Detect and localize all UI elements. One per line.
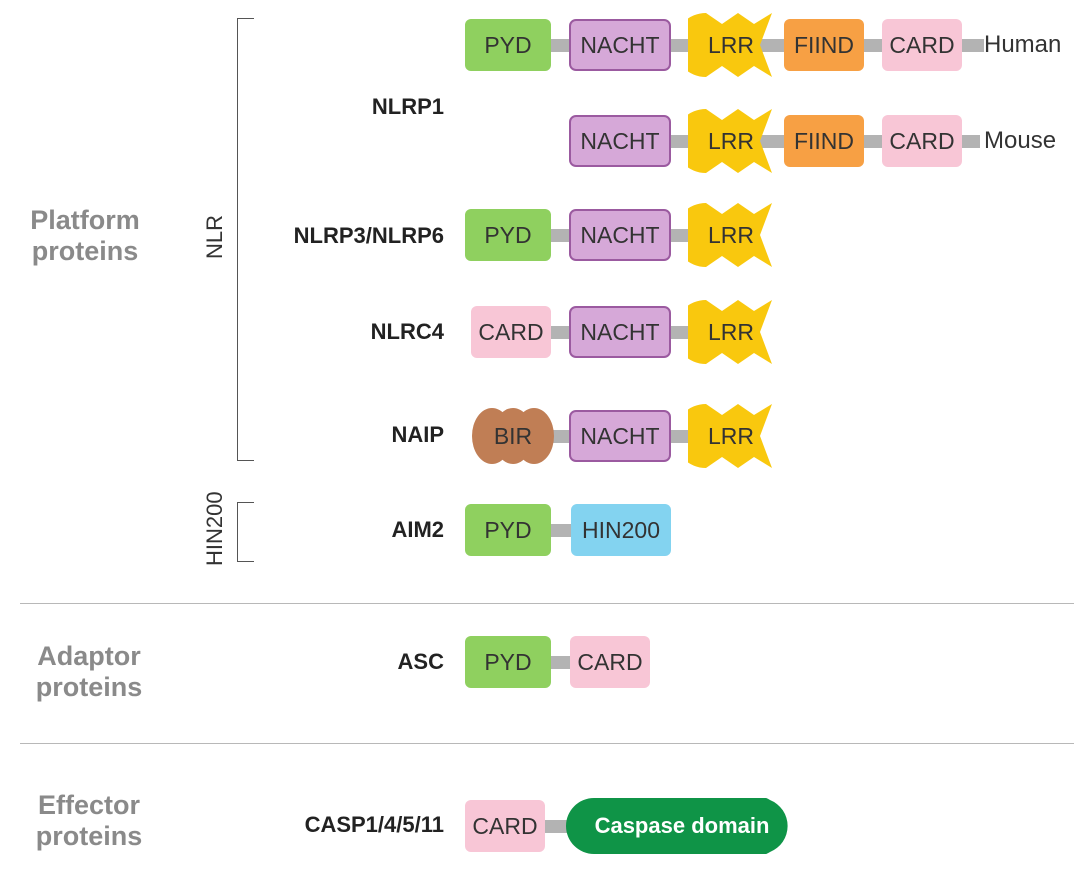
domain-nacht: NACHT (569, 209, 671, 261)
domain-label: PYD (484, 221, 532, 248)
domain-label: PYD (484, 648, 532, 675)
domain-card: CARD (471, 306, 551, 358)
protein-name-naip: NAIP (391, 422, 444, 447)
domain-label: LRR (707, 318, 754, 345)
protein-name-asc: ASC (397, 649, 444, 674)
domain-nacht: NACHT (569, 306, 671, 358)
domain-label: BIR (493, 422, 533, 449)
domain-label: FIIND (793, 31, 855, 58)
domain-label: LRR (707, 31, 754, 58)
domain-card: CARD (570, 636, 650, 688)
domain-fiind: FIIND (784, 19, 864, 71)
protein-name-nlrp1: NLRP1 (371, 94, 444, 119)
domain-label: NACHT (580, 422, 660, 449)
lrr-shape (688, 203, 772, 267)
nlr-group-label: NLR (202, 215, 227, 260)
domain-label: Caspase domain (594, 813, 770, 838)
lrr-shape (688, 13, 772, 77)
divider-adaptor-effector (20, 743, 1074, 744)
protein-name-aim2: AIM2 (391, 517, 444, 542)
domain-nacht: NACHT (569, 19, 671, 71)
domain-label: LRR (707, 422, 754, 449)
domain-label: NACHT (580, 318, 660, 345)
domain-lrr: LRR (688, 108, 774, 174)
linker (550, 524, 574, 537)
category-platform-proteins: Platform proteins (10, 205, 160, 267)
divider-platform-adaptor (20, 603, 1074, 604)
caspase-shape (566, 798, 788, 854)
lrr-shape (688, 300, 772, 364)
domain-label: FIIND (793, 127, 855, 154)
domain-bir: BIR (472, 408, 554, 464)
protein-name-nlrp3-nlrp6: NLRP3/NLRP6 (293, 223, 444, 248)
lrr-shape (688, 404, 772, 468)
domain-label: HIN200 (582, 516, 660, 543)
domain-label: NACHT (580, 221, 660, 248)
domain-lrr: LRR (688, 299, 774, 365)
domain-label: CARD (889, 31, 955, 58)
domain-pyd: PYD (465, 19, 551, 71)
lrr-shape (688, 109, 772, 173)
domain-label: PYD (484, 516, 532, 543)
domain-lrr: LRR (688, 403, 774, 469)
domain-pyd: PYD (465, 504, 551, 556)
hin200-group-label: HIN200 (202, 491, 227, 566)
domain-caspase: Caspase domain (566, 798, 798, 854)
category-adaptor-text: Adaptor proteins (35, 641, 143, 702)
domain-card: CARD (882, 19, 962, 71)
domain-nacht: NACHT (569, 115, 671, 167)
domain-hin200: HIN200 (571, 504, 671, 556)
domain-label: CARD (889, 127, 955, 154)
domain-label: LRR (707, 221, 754, 248)
domain-nacht: NACHT (569, 410, 671, 462)
domain-label: CARD (472, 812, 538, 839)
linker (540, 820, 574, 833)
domain-lrr: LRR (688, 12, 774, 78)
domain-label: NACHT (580, 31, 660, 58)
domain-card: CARD (882, 115, 962, 167)
domain-label: PYD (484, 31, 532, 58)
domain-pyd: PYD (465, 209, 551, 261)
species-label-human: Human (984, 31, 1062, 58)
domain-lrr: LRR (688, 202, 774, 268)
domain-label: LRR (707, 127, 754, 154)
linker (550, 656, 574, 669)
domain-label: CARD (577, 648, 643, 675)
category-effector-proteins: Effector proteins (14, 790, 164, 852)
species-label-mouse: Mouse (984, 127, 1057, 154)
bir-shape (472, 408, 554, 464)
domain-label: NACHT (580, 127, 660, 154)
category-adaptor-proteins: Adaptor proteins (14, 641, 164, 703)
protein-name-nlrc4: NLRC4 (370, 319, 444, 344)
protein-name-casp: CASP1/4/5/11 (304, 812, 444, 837)
domain-label: CARD (478, 318, 544, 345)
hin200-bracket (237, 502, 254, 562)
nlr-bracket (237, 18, 254, 461)
category-effector-text: Effector proteins (35, 790, 143, 851)
category-platform-line1: Platform proteins (30, 205, 140, 266)
domain-fiind: FIIND (784, 115, 864, 167)
domain-card: CARD (465, 800, 545, 852)
domain-pyd: PYD (465, 636, 551, 688)
